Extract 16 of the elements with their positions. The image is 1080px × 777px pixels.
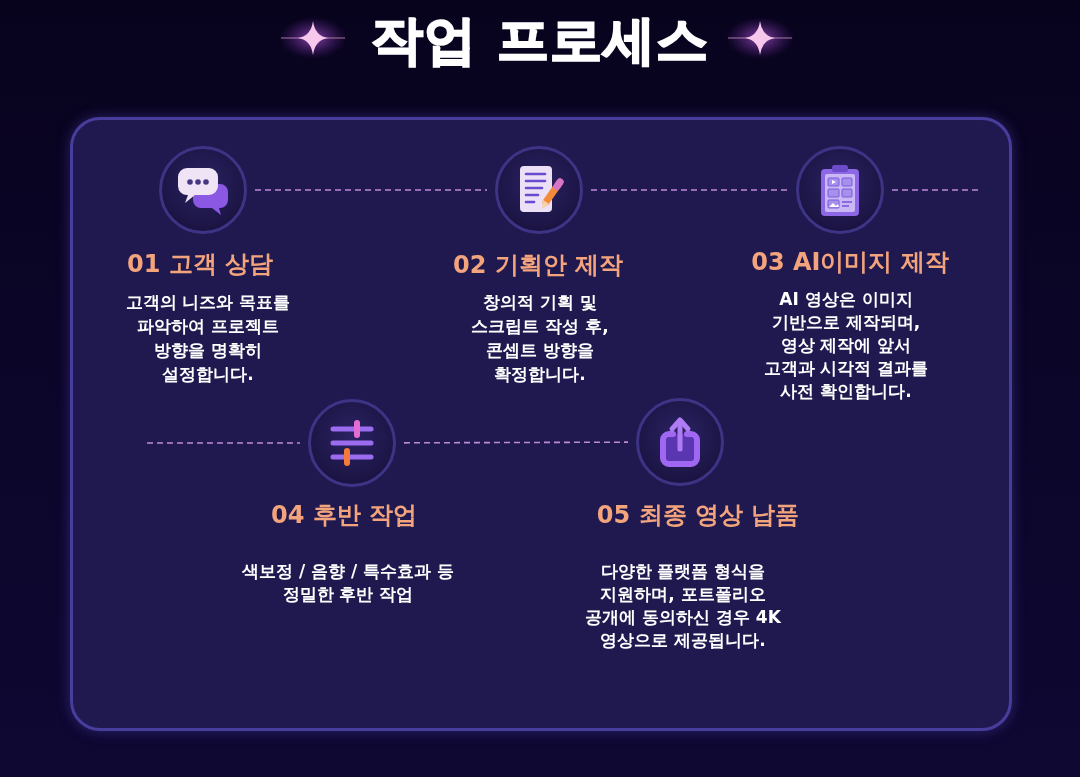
step-description: 고객의 니즈와 목표를 파악하여 프로젝트 방향을 명확히 설정합니다. [125,291,291,386]
title: 작업 프로세스 [371,11,709,69]
connector-line [146,442,301,444]
step-heading: 04 후반 작업 [270,500,418,530]
connector-line [590,189,789,191]
step-description: AI 영상은 이미지 기반으로 제작되며, 영상 제작에 앞서 고객과 시각적 결과를 사전 확인합니다. [763,287,929,403]
step-description: 색보정 / 음향 / 특수효과 등 정밀한 후반 작업 [242,559,454,606]
connector-line [403,441,629,444]
step-heading: 01 고객 상담 [126,249,274,279]
step-heading: 02 기획안 제작 [452,250,624,280]
step-description: 다양한 플랫폼 형식을 지원하며, 포트폴리오 공개에 동의하신 경우 4K 영상으로 제공됩니다. [585,559,781,652]
step-heading: 03 AI이미지 제작 [751,247,949,277]
panel [70,117,1012,731]
step-heading: 05 최종 영상 납품 [596,500,800,530]
connector-line [254,189,488,191]
step-description: 창의적 기획 및 스크립트 작성 후, 콘셉트 방향을 확정합니다. [471,291,609,386]
